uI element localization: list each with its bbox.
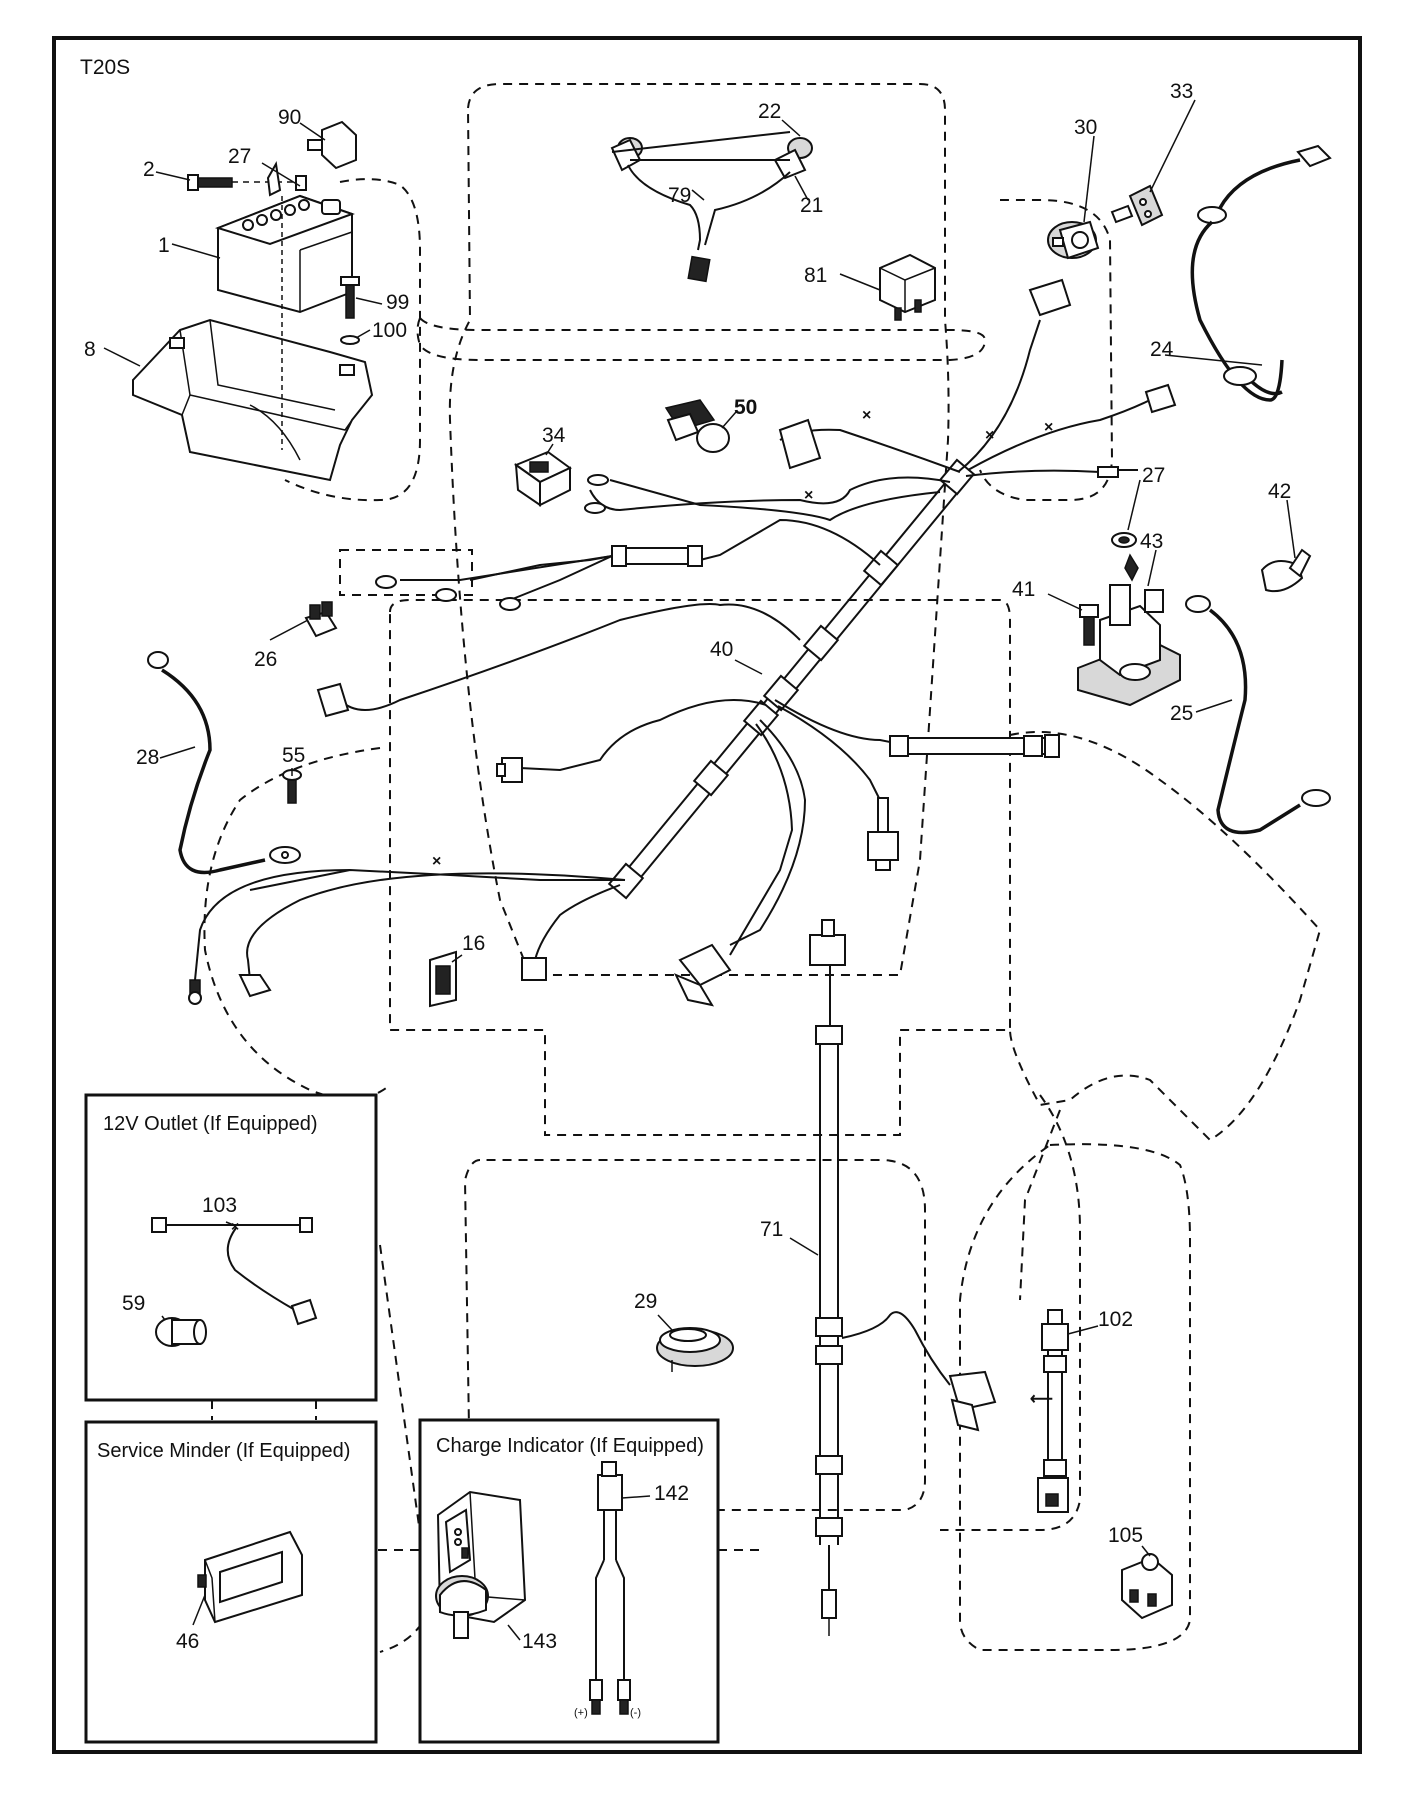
service-minder-display [197, 1530, 303, 1624]
callout-143: 143 [522, 1630, 557, 1653]
svg-text:(+): (+) [574, 1707, 588, 1719]
ignition-keys [1110, 184, 1164, 227]
cable-25 [1185, 595, 1331, 835]
headlight-harness [610, 131, 813, 283]
pto-switch [664, 399, 730, 453]
callout-27: 27 [228, 145, 251, 168]
callout-102: 102 [1098, 1308, 1133, 1331]
diagram-code: T20S [80, 56, 130, 79]
callout-71: 71 [760, 1218, 783, 1241]
callout-42: 42 [1268, 480, 1291, 503]
bolt-41 [1079, 604, 1099, 646]
callout-29: 29 [634, 1290, 657, 1313]
outlet-socket [155, 1317, 207, 1347]
main-harness: × × × × × [188, 278, 1177, 1007]
callout-27b: 27 [1142, 464, 1165, 487]
switch-105 [1121, 1553, 1173, 1620]
callout-59: 59 [122, 1292, 145, 1315]
charge-indicator-meter [435, 1490, 527, 1639]
callout-8: 8 [84, 338, 96, 361]
callout-30: 30 [1074, 116, 1097, 139]
svg-text:⟵: ⟵ [1030, 1391, 1053, 1408]
terminal-cover [307, 120, 357, 170]
callout-28: 28 [136, 746, 159, 769]
callout-34: 34 [542, 424, 566, 447]
callout-25: 25 [1170, 702, 1193, 725]
inset-service-minder: Service Minder (If Equipped) [84, 1420, 378, 1744]
callout-99: 99 [386, 291, 409, 314]
callout-46: 46 [176, 1630, 199, 1653]
callout-1: 1 [158, 234, 170, 257]
tray-bolt [340, 276, 360, 345]
charge-harness-142: (+) (-) [574, 1461, 641, 1719]
fuse [304, 601, 338, 638]
pto-cap-29 [656, 1327, 734, 1372]
callout-24: 24 [1150, 338, 1174, 361]
ignition-switch [1047, 220, 1100, 260]
battery-cable-24 [1190, 144, 1332, 402]
callout-labels: 90 27 2 1 8 99 100 22 79 21 81 30 33 24 … [84, 80, 1291, 1653]
callout-142: 142 [654, 1482, 689, 1505]
callout-105: 105 [1108, 1524, 1143, 1547]
connector-16 [429, 950, 457, 1008]
callout-33: 33 [1170, 80, 1193, 103]
callout-16: 16 [462, 932, 485, 955]
inset-12v-outlet: 12V Outlet (If Equipped) × [84, 1093, 378, 1402]
harness-102: ⟵ [1030, 1309, 1069, 1513]
svg-text:×: × [985, 427, 994, 444]
starter-solenoid [1077, 553, 1181, 707]
callout-103: 103 [202, 1194, 237, 1217]
svg-text:×: × [1044, 419, 1053, 436]
callout-55: 55 [282, 744, 305, 767]
ground-cable-28 [147, 651, 301, 875]
callout-2: 2 [143, 158, 155, 181]
battery-assembly [132, 120, 374, 482]
harness-71 [809, 919, 997, 1636]
svg-text:×: × [804, 487, 813, 504]
relay [879, 253, 936, 321]
svg-text:×: × [862, 407, 871, 424]
inset-charge-indicator: Charge Indicator (If Equipped) (+) (-) [418, 1418, 720, 1744]
svg-text:Service Minder (If Equipped): Service Minder (If Equipped) [97, 1440, 350, 1462]
callout-79: 79 [668, 184, 691, 207]
callout-90: 90 [278, 106, 301, 129]
callout-81: 81 [804, 264, 827, 287]
callout-26: 26 [254, 648, 277, 671]
page-frame [52, 36, 1362, 1754]
headlight-switch [513, 450, 572, 507]
callout-22: 22 [758, 100, 781, 123]
svg-text:×: × [432, 853, 441, 870]
callout-21: 21 [800, 194, 823, 217]
callout-50: 50 [734, 396, 757, 419]
svg-text:(-): (-) [630, 1707, 641, 1719]
leader-lines [103, 99, 1296, 1641]
svg-text:Charge Indicator (If Equipped): Charge Indicator (If Equipped) [436, 1435, 704, 1457]
battery-tray [132, 318, 374, 482]
svg-text:12V Outlet (If Equipped): 12V Outlet (If Equipped) [103, 1113, 318, 1135]
boot-cap-42 [1260, 548, 1312, 593]
callout-41: 41 [1012, 578, 1035, 601]
callout-43: 43 [1140, 530, 1163, 553]
callout-40: 40 [710, 638, 733, 661]
nut-27 [1111, 532, 1137, 548]
battery [214, 194, 355, 314]
callout-100: 100 [372, 319, 407, 342]
